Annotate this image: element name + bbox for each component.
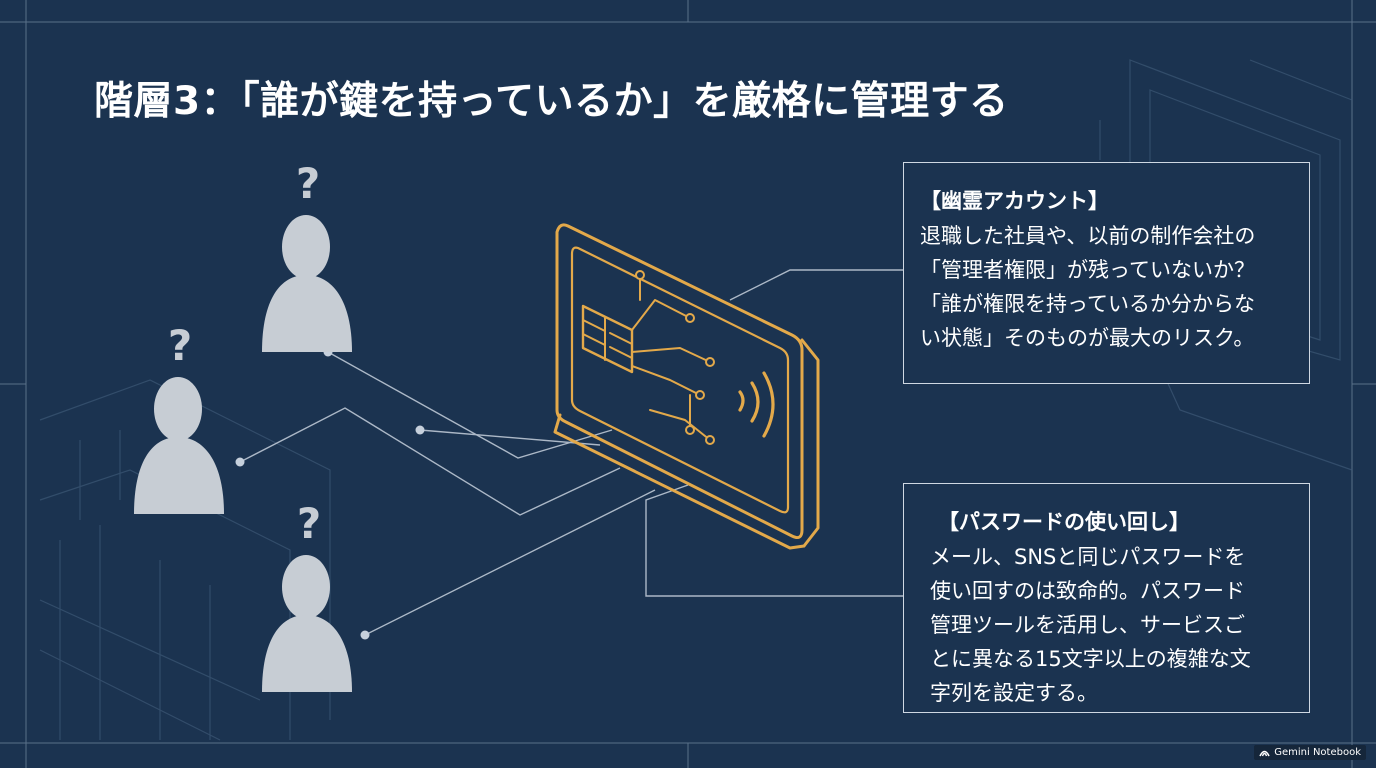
connector-user2-card [239, 407, 621, 516]
question-mark-1: ? [296, 159, 320, 208]
password-reuse-line: とに異なる15文字以上の複雑な文 [930, 647, 1251, 671]
connector-lines [239, 269, 903, 636]
ghost-account-box: 【幽霊アカウント】 退職した社員や、以前の制作会社の 「管理者権限」が残っていな… [903, 162, 1310, 384]
ghost-account-line: い状態」そのものが最大のリスク。 [920, 326, 1255, 350]
connector-node-card [419, 429, 601, 446]
password-reuse-line: 使い回すのは致命的。パスワード [930, 579, 1245, 603]
person-icon [134, 377, 224, 514]
ghost-account-line: 退職した社員や、以前の制作会社の [920, 224, 1256, 248]
connector-user1-card [327, 351, 613, 459]
connector-card-password-box [645, 484, 903, 597]
badge-label: Gemini Notebook [1274, 747, 1361, 758]
question-mark-2: ? [168, 321, 192, 370]
password-reuse-heading: 【パスワードの使い回し】 [938, 510, 1190, 534]
smart-card-icon [553, 223, 820, 550]
gemini-notebook-badge: Gemini Notebook [1254, 745, 1366, 760]
connector-card-ghost-box [729, 269, 903, 301]
page-title: 階層3：「誰が鍵を持っているか」を厳格に管理する [94, 79, 1009, 124]
unknown-user-2: ? [134, 321, 224, 514]
notebook-logo-icon [1259, 750, 1270, 756]
password-reuse-line: 管理ツールを活用し、サービスご [930, 613, 1245, 637]
ghost-account-line: 「管理者権限」が残っていないか？ [920, 258, 1255, 282]
password-reuse-box: 【パスワードの使い回し】 メール、SNSと同じパスワードを 使い回すのは致命的。… [903, 483, 1310, 713]
connector-user3-card [364, 489, 656, 636]
person-icon [262, 555, 352, 692]
question-mark-3: ? [297, 499, 321, 548]
person-icon [262, 215, 352, 352]
password-reuse-line: 字列を設定する。 [930, 681, 1098, 705]
ghost-account-line: 「誰が権限を持っているか分からな [920, 292, 1255, 316]
unknown-user-3: ? [262, 499, 352, 692]
password-reuse-line: メール、SNSと同じパスワードを [930, 545, 1246, 569]
unknown-user-1: ? [262, 159, 352, 352]
ghost-account-heading: 【幽霊アカウント】 [920, 189, 1109, 213]
